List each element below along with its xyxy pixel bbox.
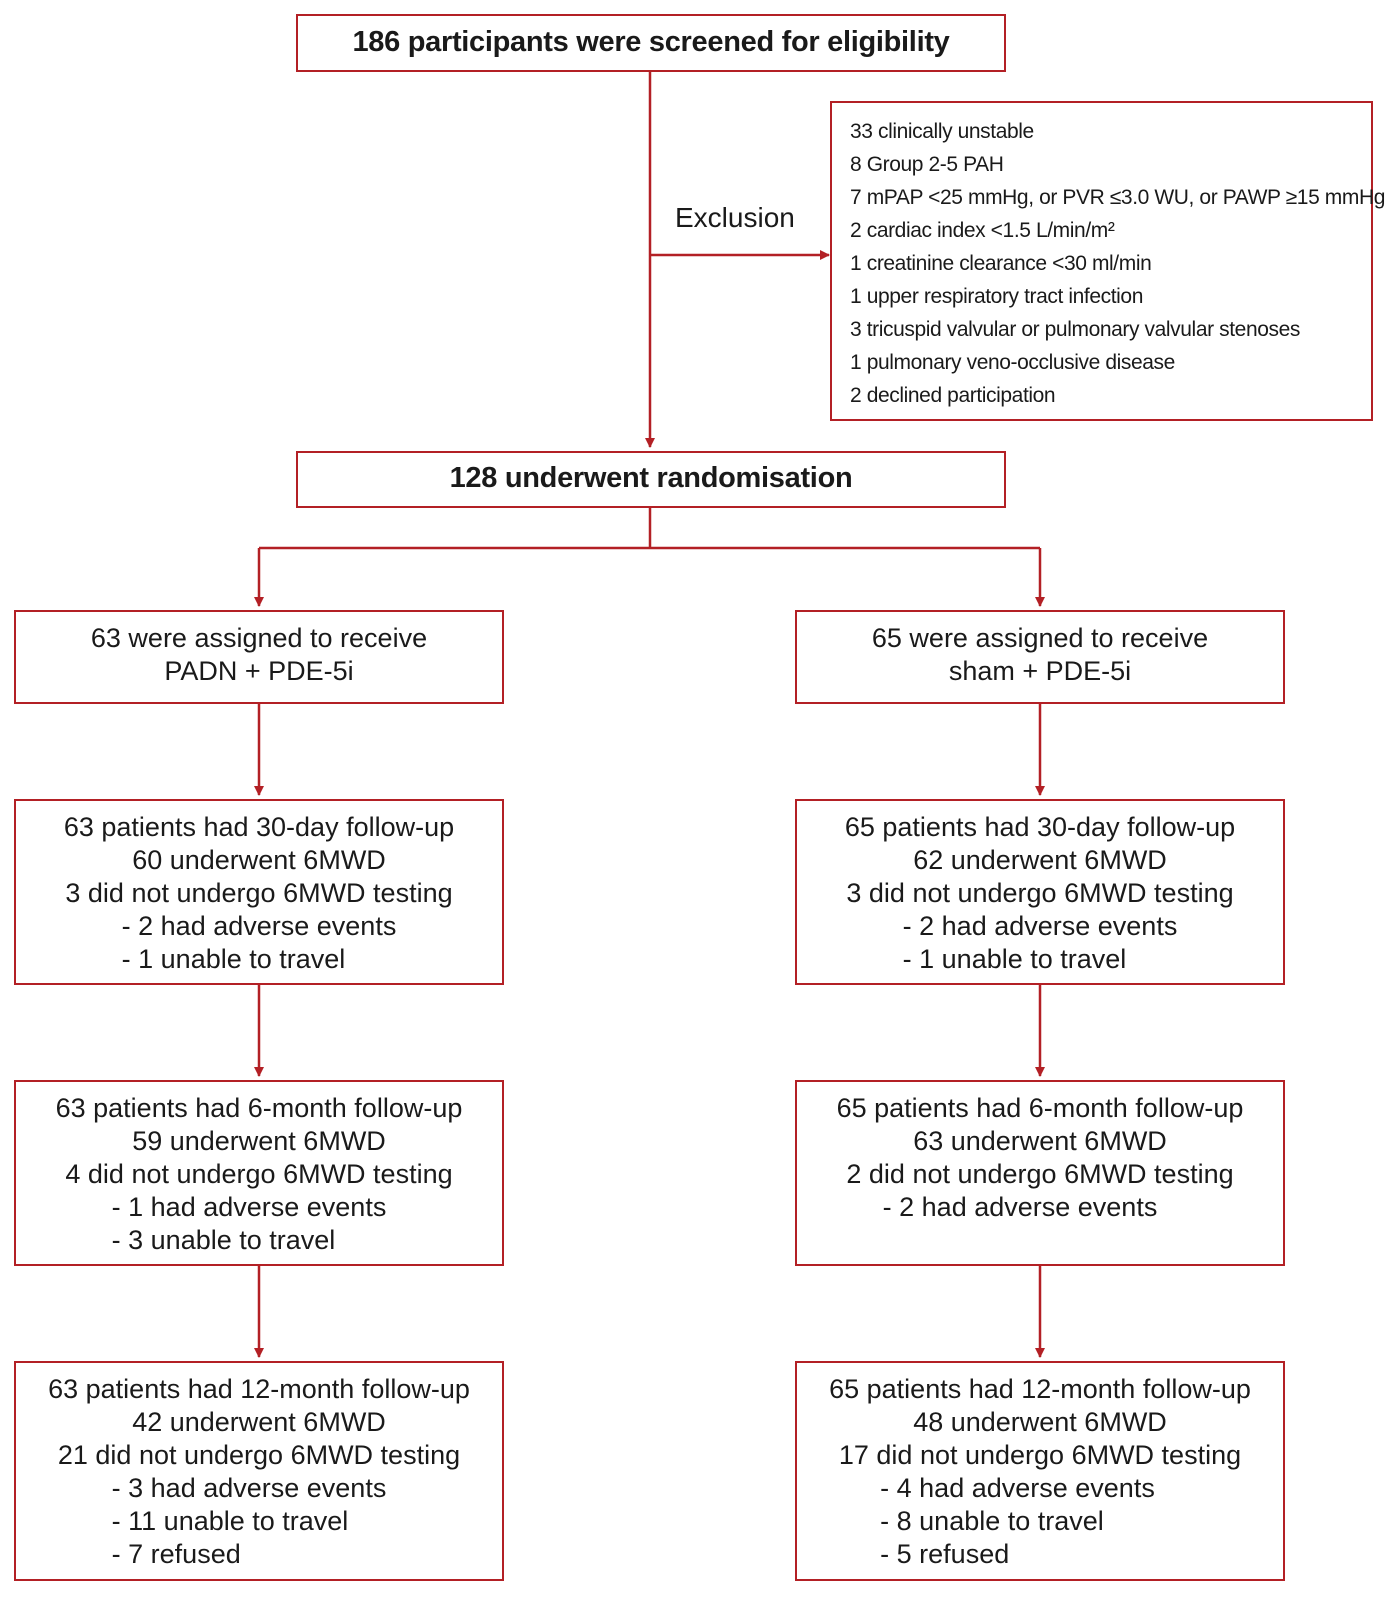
sham-12month-reason: - 5 refused (880, 1539, 1010, 1569)
padn-12month-line: 42 underwent 6MWD (132, 1407, 386, 1437)
padn-6month-reason: - 1 had adverse events (111, 1192, 387, 1222)
sham-assigned-treatment: sham + PDE-5i (948, 656, 1132, 686)
exclusion-item: 3 tricuspid valvular or pulmonary valvul… (850, 318, 1300, 341)
sham-12month-box: 65 patients had 12-month follow-up 48 un… (795, 1361, 1285, 1581)
padn-assigned-box: 63 were assigned to receive PADN + PDE-5… (14, 610, 504, 704)
padn-30day-line: 3 did not undergo 6MWD testing (65, 878, 453, 908)
sham-30day-reason: - 2 had adverse events (902, 911, 1178, 941)
padn-30day-line: 60 underwent 6MWD (132, 845, 386, 875)
sham-6month-reasons: - 2 had adverse events (883, 1191, 1158, 1224)
sham-12month-reason: - 8 unable to travel (880, 1506, 1104, 1536)
screening-box: 186 participants were screened for eligi… (296, 14, 1006, 72)
padn-assigned-line: 63 were assigned to receive (90, 623, 428, 653)
padn-assigned-treatment: PADN + PDE-5i (164, 656, 354, 686)
padn-12month-reason: - 3 had adverse events (111, 1473, 387, 1503)
padn-12month-line: 63 patients had 12-month follow-up (48, 1374, 470, 1404)
exclusion-item: 7 mPAP <25 mmHg, or PVR ≤3.0 WU, or PAWP… (850, 186, 1386, 209)
padn-30day-reasons: - 2 had adverse events - 1 unable to tra… (122, 910, 397, 976)
sham-12month-line: 48 underwent 6MWD (913, 1407, 1167, 1437)
padn-12month-reason: - 7 refused (111, 1539, 241, 1569)
screening-text: 186 participants were screened for eligi… (352, 26, 950, 58)
exclusion-item: 1 pulmonary veno-occlusive disease (850, 351, 1175, 374)
sham-30day-box: 65 patients had 30-day follow-up 62 unde… (795, 799, 1285, 985)
exclusion-item: 33 clinically unstable (850, 120, 1034, 143)
exclusion-item: 1 upper respiratory tract infection (850, 285, 1143, 308)
padn-6month-reason: - 3 unable to travel (111, 1225, 336, 1255)
sham-12month-line: 17 did not undergo 6MWD testing (838, 1440, 1242, 1470)
sham-6month-line: 65 patients had 6-month follow-up (836, 1093, 1244, 1123)
sham-6month-reason: - 2 had adverse events (882, 1192, 1158, 1222)
sham-30day-reasons: - 2 had adverse events - 1 unable to tra… (903, 910, 1178, 976)
sham-30day-reason: - 1 unable to travel (902, 944, 1127, 974)
exclusion-item: 1 creatinine clearance <30 ml/min (850, 252, 1152, 275)
sham-30day-line: 3 did not undergo 6MWD testing (846, 878, 1234, 908)
sham-assigned-line: 65 were assigned to receive (871, 623, 1209, 653)
randomisation-box: 128 underwent randomisation (296, 451, 1006, 508)
sham-assigned-box: 65 were assigned to receive sham + PDE-5… (795, 610, 1285, 704)
padn-12month-box: 63 patients had 12-month follow-up 42 un… (14, 1361, 504, 1581)
exclusion-item: 2 cardiac index <1.5 L/min/m² (850, 219, 1115, 242)
padn-12month-line: 21 did not undergo 6MWD testing (57, 1440, 461, 1470)
exclusion-item: 2 declined participation (850, 384, 1056, 407)
exclusion-box: 33 clinically unstable 8 Group 2-5 PAH 7… (830, 101, 1386, 421)
exclusion-item: 8 Group 2-5 PAH (850, 153, 1004, 176)
padn-30day-box: 63 patients had 30-day follow-up 60 unde… (14, 799, 504, 985)
padn-30day-line: 63 patients had 30-day follow-up (63, 812, 455, 842)
padn-30day-reason: - 2 had adverse events (121, 911, 397, 941)
sham-30day-line: 65 patients had 30-day follow-up (844, 812, 1236, 842)
sham-6month-line: 2 did not undergo 6MWD testing (846, 1159, 1234, 1189)
padn-12month-reasons: - 3 had adverse events - 11 unable to tr… (112, 1472, 387, 1571)
padn-6month-box: 63 patients had 6-month follow-up 59 und… (14, 1080, 504, 1266)
padn-6month-reasons: - 1 had adverse events - 3 unable to tra… (112, 1191, 387, 1257)
exclusion-label: Exclusion (675, 202, 795, 233)
sham-30day-line: 62 underwent 6MWD (913, 845, 1167, 875)
sham-12month-reasons: - 4 had adverse events - 8 unable to tra… (880, 1472, 1155, 1571)
padn-6month-line: 59 underwent 6MWD (132, 1126, 386, 1156)
padn-12month-reason: - 11 unable to travel (111, 1506, 349, 1536)
sham-12month-line: 65 patients had 12-month follow-up (829, 1374, 1251, 1404)
sham-12month-reason: - 4 had adverse events (880, 1473, 1155, 1503)
padn-6month-line: 63 patients had 6-month follow-up (55, 1093, 463, 1123)
randomisation-text: 128 underwent randomisation (449, 462, 853, 494)
sham-6month-line: 63 underwent 6MWD (913, 1126, 1167, 1156)
padn-30day-reason: - 1 unable to travel (121, 944, 346, 974)
sham-6month-box: 65 patients had 6-month follow-up 63 und… (795, 1080, 1285, 1266)
padn-6month-line: 4 did not undergo 6MWD testing (65, 1159, 453, 1189)
